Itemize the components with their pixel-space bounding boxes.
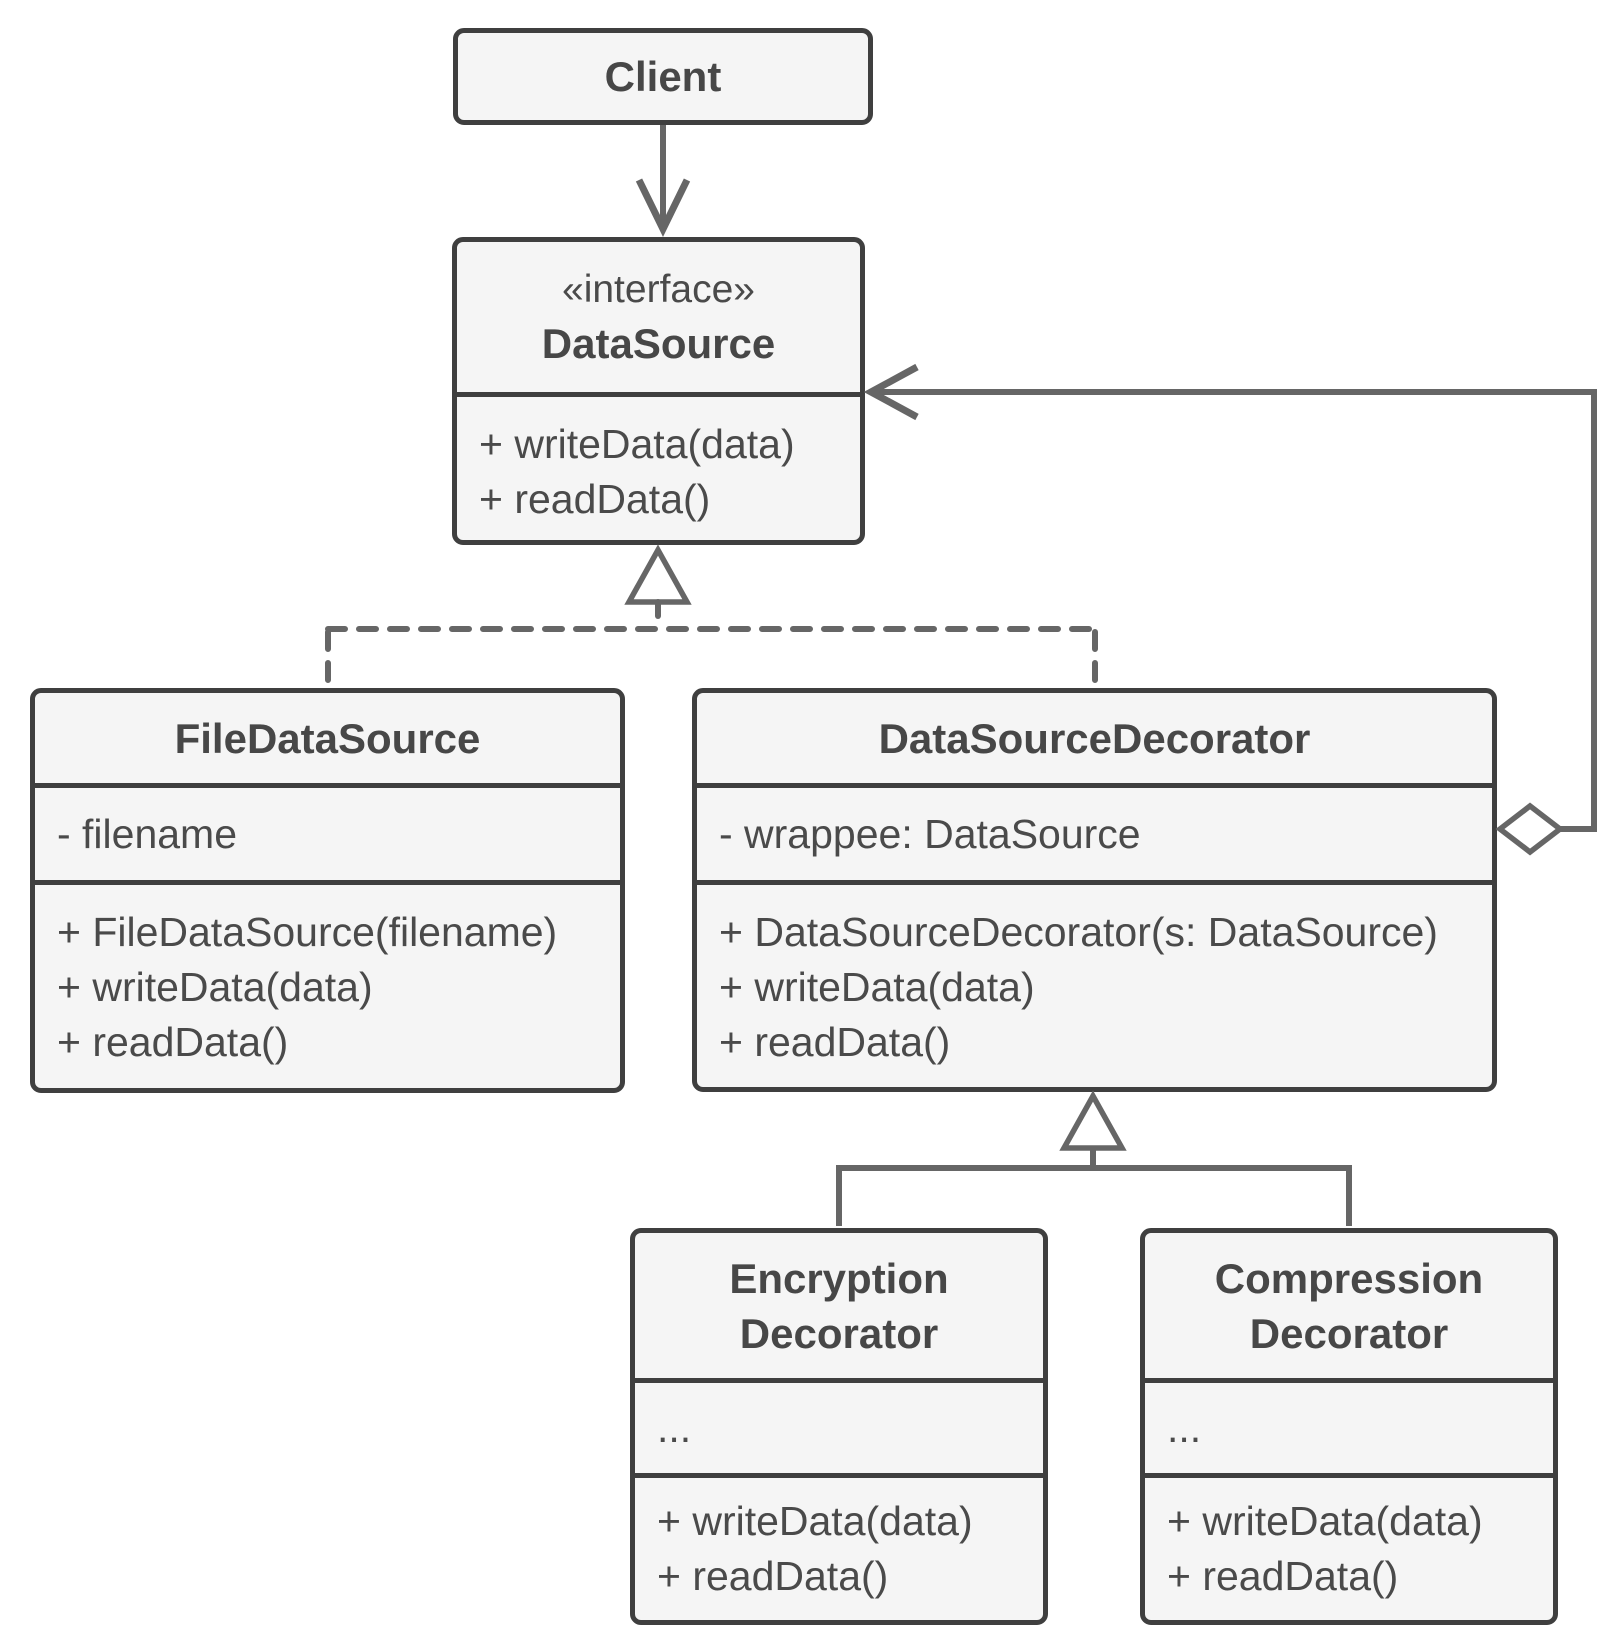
- attribute-item: ...: [657, 1404, 692, 1451]
- encryptiondecorator-title-line2: Decorator: [739, 1309, 939, 1357]
- method-item: + readData(): [657, 1553, 889, 1599]
- compressiondecorator-title-line1: Compression: [1214, 1254, 1484, 1302]
- class-box-client: Client: [453, 28, 873, 125]
- open-arrowhead-icon: [863, 363, 919, 421]
- class-box-datasourcedecorator: DataSourceDecorator - wrappee: DataSourc…: [692, 688, 1497, 1092]
- datasource-header: «interface» DataSource: [457, 242, 860, 392]
- encryptiondecorator-attributes: ...: [635, 1378, 1043, 1473]
- datasource-stereotype: «interface»: [562, 267, 755, 311]
- class-box-datasource: «interface» DataSource + writeData(data)…: [452, 237, 865, 545]
- method-item: + readData(): [719, 1019, 951, 1065]
- encryptiondecorator-title-line1: Encryption: [729, 1254, 949, 1302]
- filedatasource-methods: + FileDataSource(filename) + writeData(d…: [35, 880, 620, 1088]
- method-item: + writeData(data): [57, 964, 373, 1010]
- client-header: Client: [458, 33, 868, 120]
- compressiondecorator-methods: + writeData(data) + readData(): [1145, 1473, 1553, 1620]
- hollow-triangle-icon: [624, 544, 692, 605]
- encryptiondecorator-methods: + writeData(data) + readData(): [635, 1473, 1043, 1620]
- open-arrowhead-icon: [635, 178, 691, 237]
- method-item: + readData(): [57, 1019, 289, 1065]
- datasource-title: DataSource: [541, 319, 776, 367]
- compressiondecorator-header: Compression Decorator: [1145, 1233, 1553, 1378]
- method-item: + FileDataSource(filename): [57, 909, 558, 955]
- method-item: + writeData(data): [719, 964, 1035, 1010]
- method-item: + writeData(data): [479, 421, 795, 467]
- filedatasource-attributes: - filename: [35, 783, 620, 880]
- attribute-item: - wrappee: DataSource: [719, 810, 1141, 857]
- datasourcedecorator-header: DataSourceDecorator: [697, 693, 1492, 783]
- attribute-item: ...: [1167, 1404, 1202, 1451]
- filedatasource-title: FileDataSource: [174, 714, 481, 762]
- filedatasource-header: FileDataSource: [35, 693, 620, 783]
- compressiondecorator-title-line2: Decorator: [1249, 1309, 1449, 1357]
- attribute-item: - filename: [57, 810, 238, 857]
- class-box-filedatasource: FileDataSource - filename + FileDataSour…: [30, 688, 625, 1093]
- datasourcedecorator-methods: + DataSourceDecorator(s: DataSource) + w…: [697, 880, 1492, 1087]
- class-box-compressiondecorator: Compression Decorator ... + writeData(da…: [1140, 1228, 1558, 1625]
- generalization-to-datasourcedecorator: [836, 1090, 1352, 1226]
- datasourcedecorator-title: DataSourceDecorator: [878, 714, 1311, 762]
- method-item: + writeData(data): [1167, 1498, 1483, 1544]
- compressiondecorator-attributes: ...: [1145, 1378, 1553, 1473]
- association-client-datasource: [635, 125, 691, 237]
- encryptiondecorator-header: Encryption Decorator: [635, 1233, 1043, 1378]
- method-item: + readData(): [479, 476, 711, 522]
- method-item: + DataSourceDecorator(s: DataSource): [719, 909, 1438, 955]
- datasource-methods: + writeData(data) + readData(): [457, 392, 860, 540]
- class-box-encryptiondecorator: Encryption Decorator ... + writeData(dat…: [630, 1228, 1048, 1625]
- hollow-triangle-icon: [1059, 1090, 1127, 1151]
- aggregation-diamond-icon: [1495, 802, 1565, 856]
- datasourcedecorator-attributes: - wrappee: DataSource: [697, 783, 1492, 880]
- realization-to-datasource: [325, 544, 1098, 687]
- client-title: Client: [604, 53, 722, 100]
- method-item: + readData(): [1167, 1553, 1399, 1599]
- method-item: + writeData(data): [657, 1498, 973, 1544]
